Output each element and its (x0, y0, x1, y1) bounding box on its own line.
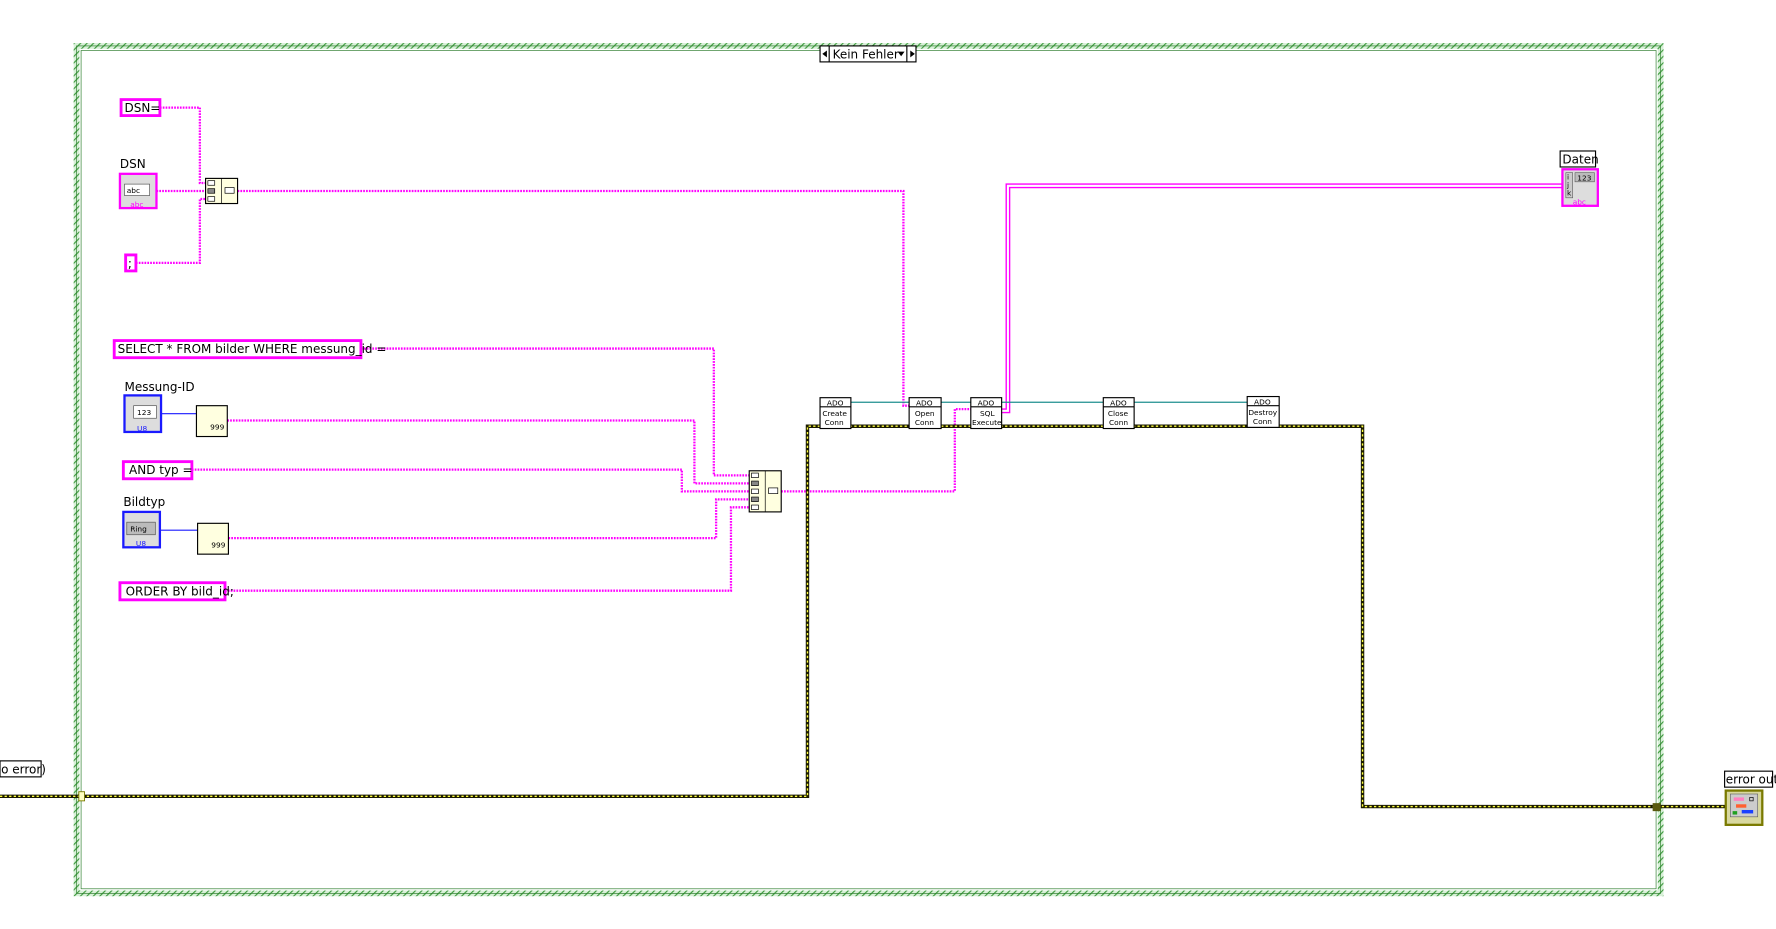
svg-text:123: 123 (137, 408, 151, 417)
svg-text:ADO: ADO (1254, 398, 1271, 407)
svg-text:Close: Close (1108, 409, 1129, 418)
svg-text:Open: Open (915, 409, 935, 418)
error-wires (0, 424, 1727, 812)
svg-text:j: j (1566, 181, 1569, 190)
error-in-control[interactable]: o error) (0, 760, 46, 778)
prev-case-arrow-icon[interactable] (822, 45, 830, 62)
svg-text:U8: U8 (137, 424, 147, 433)
constant-semicolon[interactable]: ; (124, 253, 138, 273)
error-out-indicator[interactable]: error out (1724, 770, 1776, 826)
case-selector-label: Kein Fehler (833, 47, 899, 61)
case-structure[interactable] (73, 43, 1664, 897)
error-tunnel (1652, 803, 1661, 812)
daten-label: Daten (1562, 153, 1598, 167)
constant-and-typ[interactable]: AND typ = (121, 460, 194, 481)
svg-text:999: 999 (210, 423, 224, 432)
svg-text:o error): o error) (1, 762, 46, 776)
numeric-wires (159, 413, 198, 531)
case-dropdown-icon[interactable] (897, 51, 905, 57)
svg-text:ADO: ADO (978, 399, 995, 408)
svg-text:ORDER BY bild_id;: ORDER BY bild_id; (126, 584, 234, 598)
daten-indicator[interactable]: Daten i j k 123 abc (1559, 150, 1599, 207)
ado-create-conn-node[interactable]: ADO Create Conn (819, 397, 852, 430)
svg-text:999: 999 (211, 540, 225, 549)
svg-text:123: 123 (1577, 174, 1591, 183)
svg-text:Destroy: Destroy (1248, 408, 1277, 417)
constant-order-by[interactable]: ORDER BY bild_id; (118, 581, 234, 602)
number-to-string-node-messung[interactable]: 999 (195, 405, 228, 438)
bildtyp-label: Bildtyp (123, 495, 165, 509)
svg-text:Conn: Conn (1253, 417, 1272, 426)
svg-text:DSN=: DSN= (124, 101, 160, 115)
next-case-arrow-icon[interactable] (906, 45, 915, 62)
ado-destroy-conn-node[interactable]: ADO Destroy Conn (1246, 395, 1280, 428)
svg-text:Conn: Conn (1109, 418, 1128, 427)
svg-text:i: i (1567, 173, 1569, 182)
svg-text:ADO: ADO (827, 399, 844, 408)
svg-text:Conn: Conn (825, 418, 844, 427)
error-out-label: error out (1726, 773, 1776, 787)
svg-text:abc: abc (130, 200, 143, 209)
svg-text:SQL: SQL (980, 409, 996, 418)
svg-text:AND typ =: AND typ = (129, 463, 192, 477)
constant-select[interactable]: SELECT * FROM bilder WHERE messung_id = (112, 339, 387, 360)
svg-text:Execute: Execute (972, 418, 1002, 427)
svg-text:Conn: Conn (915, 418, 934, 427)
constant-dsn-prefix[interactable]: DSN= (119, 98, 162, 118)
ado-open-conn-node[interactable]: ADO Open Conn (908, 397, 942, 430)
svg-text:abc: abc (127, 186, 140, 195)
dsn-control[interactable]: DSN abc abc (118, 157, 158, 210)
svg-text:Ring: Ring (130, 524, 147, 533)
messung-id-label: Messung-ID (124, 380, 194, 394)
concatenate-strings-node-dsn[interactable] (205, 177, 239, 205)
case-selector[interactable]: Kein Fehler (819, 45, 917, 63)
svg-text:ADO: ADO (1110, 399, 1127, 408)
dsn-label: DSN (120, 157, 146, 171)
string-wires (135, 106, 1563, 592)
svg-text:k: k (1567, 189, 1572, 198)
bildtyp-control[interactable]: Bildtyp Ring U8 (122, 495, 165, 549)
svg-text:U8: U8 (136, 539, 146, 548)
ado-sql-execute-node[interactable]: ADO SQL Execute (970, 397, 1003, 430)
svg-text:Create: Create (822, 409, 847, 418)
svg-text:SELECT * FROM bilder WHERE mes: SELECT * FROM bilder WHERE messung_id = (118, 342, 387, 356)
svg-text:abc: abc (1573, 198, 1586, 207)
svg-text:;: ; (128, 256, 132, 270)
concatenate-strings-node-sql[interactable] (748, 470, 782, 513)
ado-close-conn-node[interactable]: ADO Close Conn (1102, 397, 1135, 430)
number-to-string-node-bildtyp[interactable]: 999 (197, 522, 229, 555)
svg-text:ADO: ADO (916, 399, 933, 408)
messung-id-control[interactable]: Messung-ID 123 U8 (123, 380, 195, 434)
